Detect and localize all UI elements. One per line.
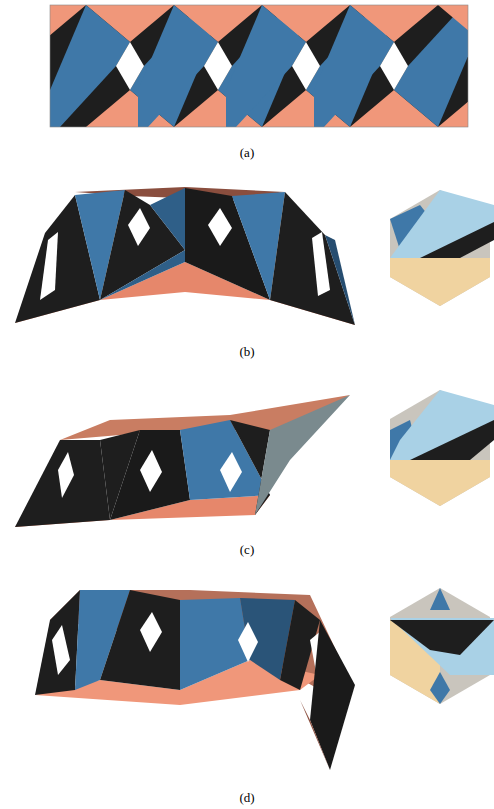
- subfigure-label: (a): [240, 145, 254, 161]
- subfigure-label: (c): [240, 542, 254, 558]
- subfigure-label: (d): [239, 790, 254, 806]
- subfigure-label: (b): [239, 344, 254, 360]
- folded-strip-c: [15, 395, 350, 527]
- end-view-b: [390, 190, 494, 306]
- end-view-d: [390, 588, 494, 704]
- folded-strip-b: [15, 187, 355, 325]
- folded-strip-d: [35, 590, 355, 770]
- end-view-c: [390, 390, 494, 506]
- flat-strip: [50, 5, 468, 127]
